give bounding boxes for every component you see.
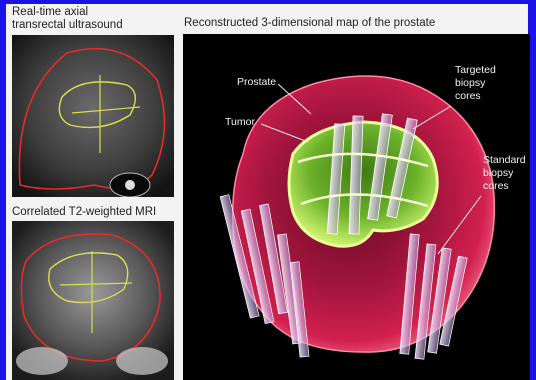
prostate-3d-map: Prostate Tumor Targeted biopsy cores Sta…: [183, 34, 530, 380]
standard-label-line1: Standard: [483, 154, 526, 166]
ultrasound-caption-line2: transrectal ultrasound: [12, 19, 123, 32]
targeted-label-line1: Targeted: [455, 64, 496, 76]
targeted-label-line3: cores: [455, 90, 481, 102]
standard-label-line3: cores: [483, 180, 509, 192]
map-caption: Reconstructed 3-dimensional map of the p…: [184, 17, 435, 30]
standard-label-line2: biopsy: [483, 167, 513, 179]
tumor-label: Tumor: [225, 116, 255, 128]
mri-image: [12, 221, 174, 380]
mri-caption: Correlated T2-weighted MRI: [12, 206, 156, 219]
ultrasound-image: [12, 35, 174, 197]
prostate-label: Prostate: [237, 76, 276, 88]
ultrasound-caption-line1: Real-time axial: [12, 6, 88, 19]
targeted-label-line2: biopsy: [455, 77, 485, 89]
